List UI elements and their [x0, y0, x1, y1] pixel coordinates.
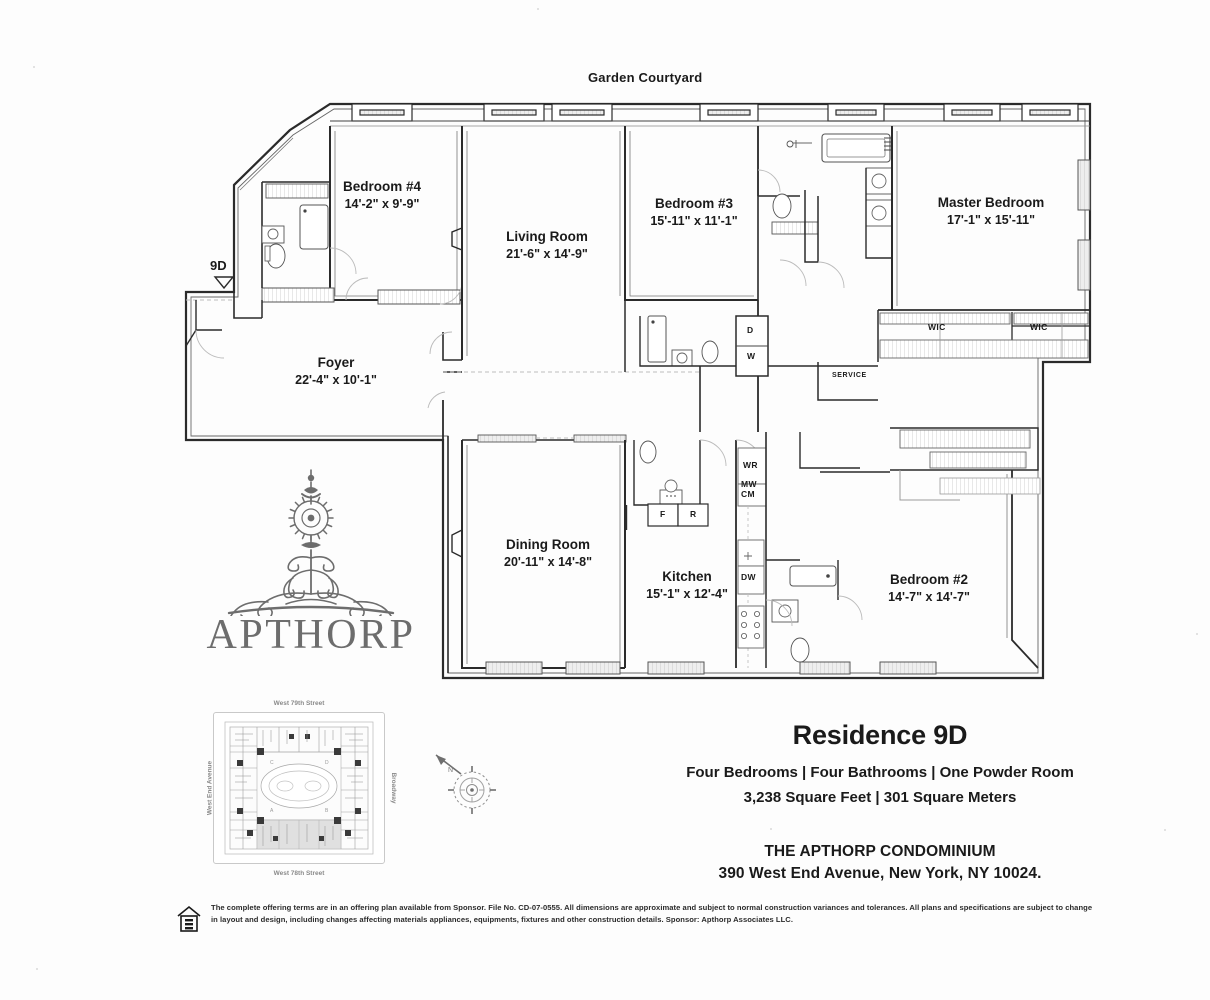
- room-label-bedroom2: Bedroom #2 14'-7" x 14'-7": [888, 571, 970, 606]
- room-name: Bedroom #3: [654, 196, 734, 211]
- svg-text:D: D: [325, 760, 329, 766]
- closet-label-wic-left: WIC: [928, 322, 946, 332]
- appliance-label-microwave: MW: [741, 479, 757, 489]
- room-name: Living Room: [506, 229, 588, 244]
- apthorp-logo: APTHORP: [198, 466, 424, 678]
- compass-rose: N: [428, 752, 504, 818]
- scan-speck: [36, 968, 38, 970]
- room-label-dining-room: Dining Room 20'-11" x 14'-8": [504, 536, 592, 571]
- compass-rose-icon: N: [435, 754, 496, 814]
- svg-text:A: A: [270, 808, 274, 814]
- scan-speck: [1164, 829, 1166, 831]
- garden-courtyard-label: Garden Courtyard: [588, 70, 703, 85]
- equal-housing-opportunity-icon: [177, 905, 201, 932]
- room-name: Bedroom #2: [889, 572, 969, 587]
- appliance-label-coffee-maker: CM: [741, 489, 756, 499]
- service-entry-label: SERVICE: [832, 372, 867, 379]
- footer: The complete offering terms are in an of…: [176, 902, 1101, 934]
- room-label-bedroom3: Bedroom #3 15'-11" x 11'-1": [650, 195, 737, 230]
- room-dimension: 15'-11" x 11'-1": [650, 214, 738, 229]
- entrance-arrow-icon: [213, 276, 235, 289]
- residence-specs-rooms: Four Bedrooms | Four Bathrooms | One Pow…: [686, 764, 1074, 781]
- apthorp-wordmark: APTHORP: [206, 612, 416, 658]
- building-address: 390 West End Avenue, New York, NY 10024.: [718, 865, 1042, 882]
- residence-title: Residence 9D: [792, 720, 968, 750]
- room-name: Foyer: [317, 355, 355, 370]
- appliance-label-dryer: D: [747, 325, 754, 335]
- room-label-master-bedroom: Master Bedroom 17'-1" x 15'-11": [938, 194, 1045, 229]
- appliance-label-washer: W: [747, 351, 756, 361]
- site-map-street-east: Broadway: [389, 772, 397, 804]
- room-dimension: 20'-11" x 14'-8": [504, 555, 592, 570]
- building-name: THE APTHORP CONDOMINIUM: [764, 843, 996, 860]
- scan-speck: [770, 828, 772, 830]
- svg-text:B: B: [325, 808, 329, 814]
- site-map-street-west: West End Avenue: [206, 760, 214, 816]
- room-label-foyer: Foyer 22'-4" x 10'-1": [295, 354, 377, 389]
- appliance-label-refrigerator: R: [690, 509, 697, 519]
- appliance-label-dishwasher: DW: [741, 572, 756, 582]
- room-label-kitchen: Kitchen 15'-1" x 12'-4": [646, 568, 728, 603]
- room-label-bedroom4: Bedroom #4 14'-2" x 9'-9": [343, 178, 421, 213]
- room-name: Dining Room: [506, 537, 590, 552]
- site-map-drawing: C D A B: [224, 721, 374, 855]
- svg-text:C: C: [270, 760, 274, 766]
- room-dimension: 17'-1" x 15'-11": [947, 213, 1035, 228]
- scan-speck: [33, 66, 35, 68]
- room-dimension: 21'-6" x 14'-9": [506, 247, 588, 262]
- room-name: Kitchen: [662, 569, 712, 584]
- legal-disclaimer: The complete offering terms are in an of…: [211, 902, 1101, 926]
- residence-specs-area: 3,238 Square Feet | 301 Square Meters: [743, 789, 1017, 806]
- room-dimension: 15'-1" x 12'-4": [646, 587, 728, 602]
- room-dimension: 22'-4" x 10'-1": [295, 373, 377, 388]
- room-dimension: 14'-2" x 9'-9": [344, 197, 420, 212]
- svg-text:N: N: [448, 767, 453, 774]
- site-map-street-south: West 78th Street: [273, 870, 325, 877]
- room-dimension: 14'-7" x 14'-7": [888, 590, 970, 605]
- site-map-street-north: West 79th Street: [273, 700, 325, 707]
- apthorp-gate-ornament-icon: [227, 469, 395, 616]
- unit-entrance-tag: 9D: [210, 258, 227, 273]
- room-label-living-room: Living Room 21'-6" x 14'-9": [506, 228, 588, 263]
- legal-disclaimer-text: The complete offering terms are in an of…: [211, 903, 1093, 924]
- scan-speck: [537, 8, 539, 10]
- appliance-label-freezer: F: [660, 509, 666, 519]
- room-name: Bedroom #4: [342, 179, 422, 194]
- closet-label-wic-right: WIC: [1030, 322, 1048, 332]
- scan-speck: [1196, 633, 1198, 635]
- appliance-label-wine-refrigerator: WR: [743, 460, 758, 470]
- room-name: Master Bedroom: [937, 195, 1045, 210]
